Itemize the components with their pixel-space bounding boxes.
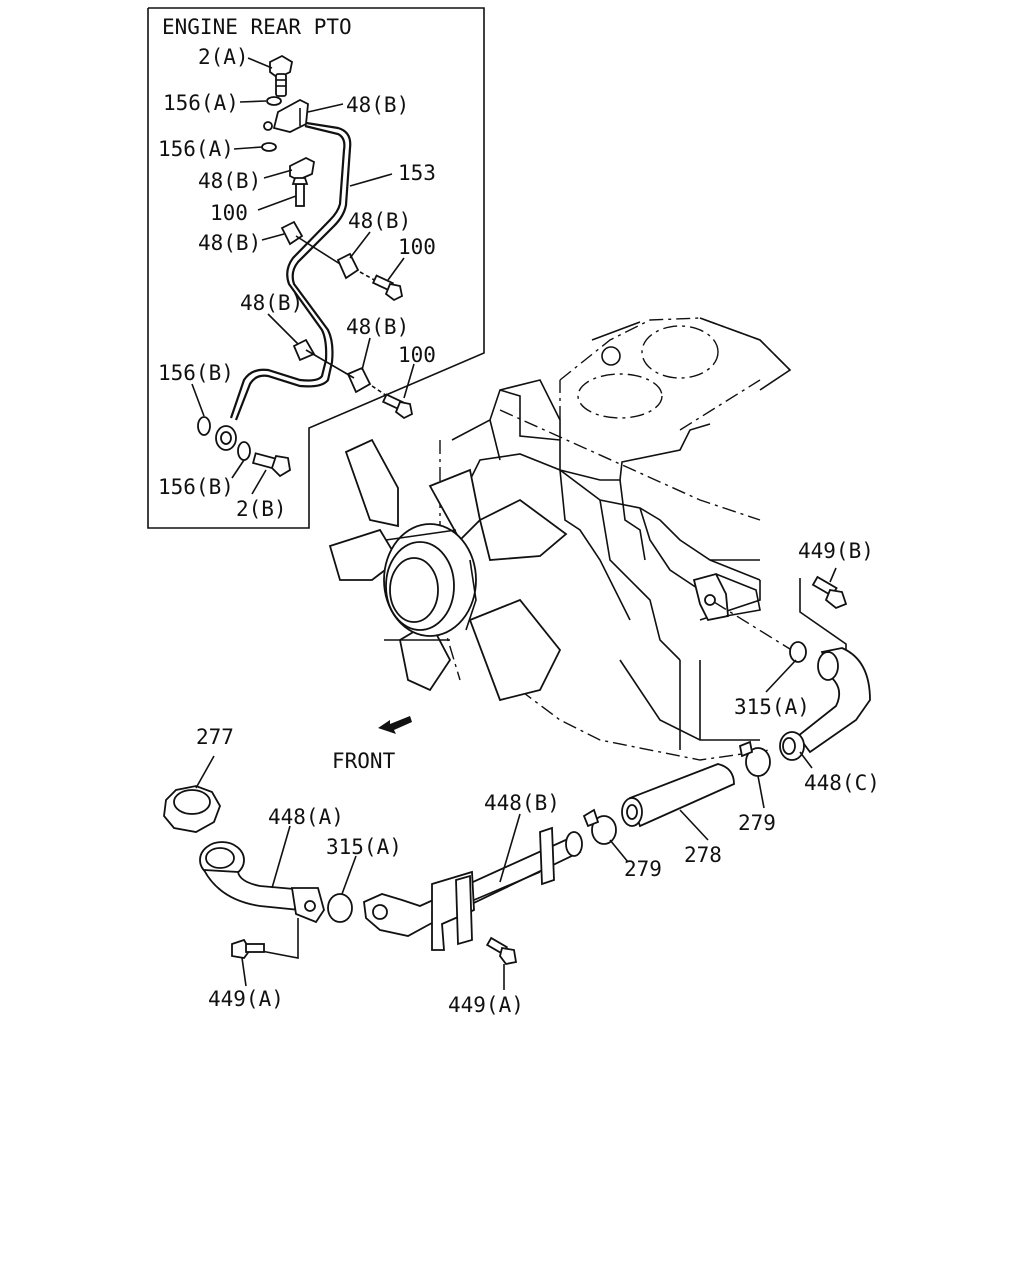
label-48b-4: 48(B) [198, 231, 261, 255]
label-448c: 448(C) [804, 771, 880, 795]
inset-title: ENGINE REAR PTO [162, 15, 352, 39]
label-2b: 2(B) [236, 497, 287, 521]
clip-48b-1 [263, 98, 309, 133]
cooling-fan [328, 438, 568, 702]
label-279-left: 279 [624, 857, 662, 881]
oil-pipe-153 [234, 120, 352, 421]
pipe-448c [779, 647, 871, 761]
label-48b-2: 48(B) [198, 169, 261, 193]
label-449b: 449(B) [798, 539, 874, 563]
bolt-449b [811, 575, 848, 610]
bolt-100-3 [371, 385, 414, 420]
pipe-448b [363, 826, 583, 951]
clamp-279-right [738, 740, 771, 777]
label-48b-1: 48(B) [346, 93, 409, 117]
washer-156b-2 [237, 441, 251, 461]
clip-48b-4 [336, 252, 360, 280]
washer-156a-2 [261, 142, 277, 152]
bolt-2b [251, 452, 291, 478]
bolt-449a-left [231, 938, 265, 959]
front-arrow: FRONT [332, 716, 412, 773]
bolt-2a [269, 54, 294, 97]
label-156a-1: 156(A) [163, 91, 239, 115]
label-448a: 448(A) [268, 805, 344, 829]
oring-315a-left [327, 893, 353, 923]
pipe-448a [199, 841, 325, 924]
label-48b-6: 48(B) [346, 315, 409, 339]
label-48b-3: 48(B) [348, 209, 411, 233]
filler-cap-277 [163, 785, 221, 833]
label-277: 277 [196, 725, 234, 749]
label-449a-right: 449(A) [448, 993, 524, 1017]
label-279-right: 279 [738, 811, 776, 835]
label-315a-right: 315(A) [734, 695, 810, 719]
label-100-3: 100 [398, 343, 436, 367]
bolt-100-2 [359, 271, 404, 302]
label-448b: 448(B) [484, 791, 560, 815]
hose-278 [621, 763, 735, 828]
clip-48b-6 [346, 366, 372, 394]
clip-48b-2 [289, 156, 315, 181]
label-2a: 2(A) [198, 45, 249, 69]
inset-engine-rear-pto: ENGINE REAR PTO [147, 7, 485, 529]
engine-block [328, 317, 799, 761]
washer-156b-1 [197, 416, 211, 436]
clip-48b-3 [280, 220, 304, 246]
washer-156a-1 [266, 96, 282, 106]
label-153: 153 [398, 161, 436, 185]
oring-315a-right [789, 641, 807, 663]
bolt-449a-right [485, 936, 518, 965]
label-315a-left: 315(A) [326, 835, 402, 859]
clamp-279-left [582, 808, 617, 845]
label-156b-1: 156(B) [158, 361, 234, 385]
label-156b-2: 156(B) [158, 475, 234, 499]
label-100-1: 100 [210, 201, 248, 225]
label-48b-5: 48(B) [240, 291, 303, 315]
bolt-100-1 [291, 177, 309, 207]
label-100-2: 100 [398, 235, 436, 259]
label-449a-left: 449(A) [208, 987, 284, 1011]
label-278: 278 [684, 843, 722, 867]
label-156a-2: 156(A) [158, 137, 234, 161]
front-label: FRONT [332, 749, 396, 773]
